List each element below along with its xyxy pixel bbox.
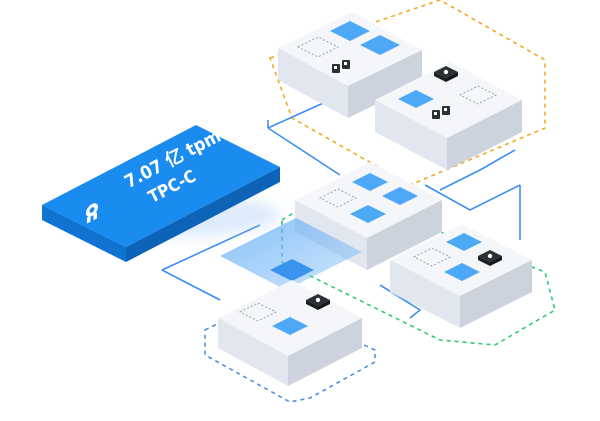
disk-chip-icon [306, 294, 330, 310]
server-node-e [218, 280, 362, 386]
tpcc-badge: 7.07 亿 tpmC TPC-C [42, 119, 280, 262]
disk-chip-icon [478, 250, 502, 266]
zone-green [281, 189, 556, 346]
badge-top [42, 125, 280, 247]
cube-top [278, 12, 422, 86]
data-tile [330, 21, 370, 41]
storage-unit-icon [332, 60, 350, 73]
award-ribbon-icon [86, 203, 98, 224]
server-node-a [278, 12, 422, 118]
cube-left [278, 48, 348, 118]
data-tile [360, 35, 400, 55]
server-node-b [375, 62, 522, 170]
badge-right [126, 167, 280, 262]
badge-left [42, 205, 126, 262]
empty-slot-tile [296, 36, 340, 58]
storage-unit-icon [432, 106, 450, 119]
server-node-d [390, 224, 532, 328]
cube-right [348, 50, 422, 118]
disk-chip-icon [434, 66, 458, 82]
highlight-plane [220, 218, 362, 290]
